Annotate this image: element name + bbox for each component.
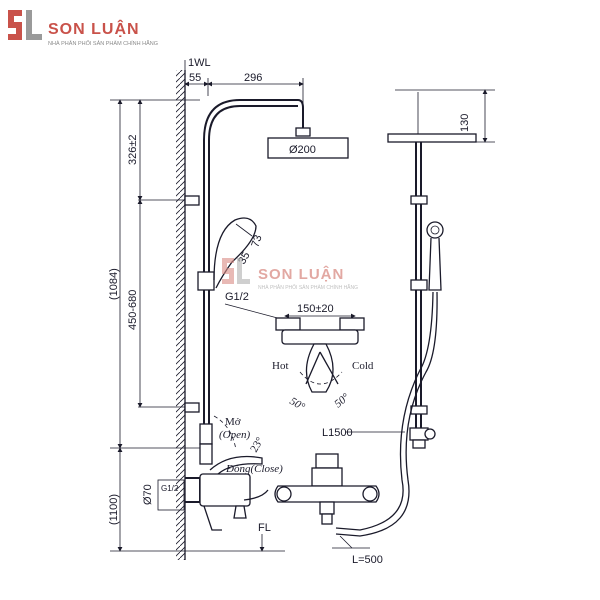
front-lever[interactable] (315, 453, 339, 469)
handshower-angle-label: 73 (249, 234, 264, 249)
total-height-label: (1084) (108, 268, 120, 300)
shower-column-front: 130 L1500 L=500 (322, 89, 495, 566)
floor-line-label: FL (258, 522, 271, 534)
upper-section-label: 326±2 (127, 134, 139, 165)
brand-logo: SON LUẬN NHÀ PHÂN PHỐI SẢN PHẨM CHÍNH HÃ… (8, 10, 158, 47)
angle-left-label: 50° (288, 395, 308, 413)
handshower-front (426, 221, 444, 239)
open-label-vi: Mở (225, 416, 241, 428)
mixer-body-top (305, 343, 334, 393)
brand-name: SON LUẬN (48, 19, 140, 38)
brand-logo-icon (8, 10, 42, 40)
spout-length-label: L=500 (352, 554, 383, 566)
watermark-logo-icon (222, 258, 250, 284)
hose-length-label: L1500 (322, 427, 353, 439)
lever-angle-label: 23° (248, 435, 266, 454)
adjust-range-label: 450-680 (127, 290, 139, 330)
head-diameter-label: Ø200 (289, 144, 316, 156)
slider-holder (197, 271, 215, 291)
brand-tagline: NHÀ PHÂN PHỐI SẢN PHẨM CHÍNH HÃNG (48, 40, 158, 47)
lower-bracket (184, 402, 200, 413)
head-connector (295, 127, 311, 137)
close-label: Đóng(Close) (225, 463, 283, 475)
inlet-spacing-label: 150±20 (297, 303, 334, 315)
top-dimensions: 1WL 55 296 (184, 57, 304, 128)
shower-head-front (387, 133, 477, 143)
cold-inlet (339, 317, 365, 331)
watermark: SON LUẬN NHÀ PHÂN PHỐI SẢN PHẨM CHÍNH HÃ… (222, 258, 358, 291)
hot-label: Hot (272, 360, 289, 372)
left-dimensions: (1084) 326±2 450-680 (1100) (108, 99, 200, 552)
shower-head-side (267, 137, 349, 159)
wall-line-label: 1WL (188, 57, 211, 69)
floor-height-label: (1100) (108, 494, 120, 525)
angle-right-label: 50° (332, 391, 352, 410)
hot-inlet (275, 317, 301, 331)
mixer-front-view (274, 453, 380, 525)
front-body (274, 485, 380, 503)
mixer-top-view: G1/2 150±20 Hot Cold 50° 50° (224, 291, 374, 414)
cover-diameter-label: Ø70 (142, 484, 154, 505)
open-label-en: (Open) (219, 429, 250, 441)
watermark-tagline: NHÀ PHÂN PHỐI SẢN PHẨM CHÍNH HÃNG (258, 284, 358, 291)
diverter-knob (199, 423, 213, 445)
inlet-thread-mixer: G1/2 (225, 291, 249, 303)
upper-bracket (184, 195, 200, 206)
watermark-name: SON LUẬN (258, 265, 344, 283)
cold-label: Cold (352, 360, 374, 372)
mixer-body-side (199, 473, 251, 507)
wall-offset-label: 55 (189, 72, 201, 84)
head-height-label: 130 (459, 114, 471, 132)
inlet-thread-left: G1/2 (161, 484, 179, 493)
mixer-lever-side[interactable] (209, 455, 263, 475)
arm-length-label: 296 (244, 72, 262, 84)
